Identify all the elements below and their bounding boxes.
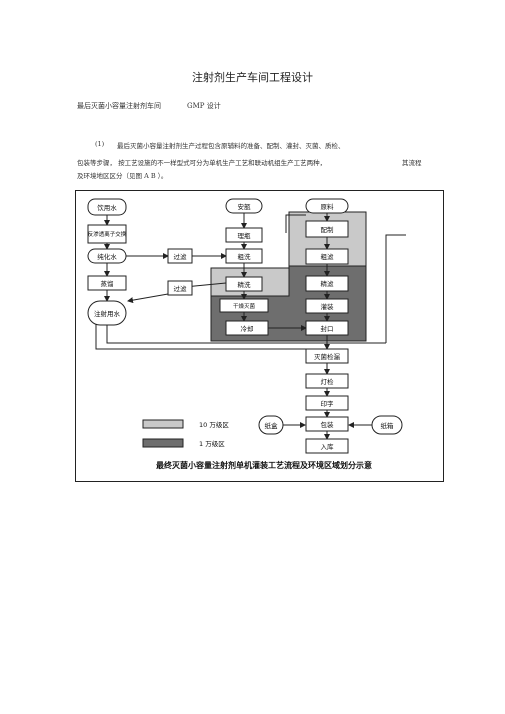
label-rough-wash: 粗洗 [238, 252, 252, 261]
paragraph-line-3: 及环境地区区分（见图 A B ）。 [77, 172, 168, 180]
process-flow-figure: 饮用水 反渗透离子交换 纯化水 过滤 蒸馏 过滤 注射用水 安瓿 理瓶 粗洗 精… [75, 190, 444, 482]
node-compounding [305, 220, 349, 238]
node-ion-exchange [87, 224, 127, 244]
node-light-inspection [305, 373, 349, 389]
label-compounding: 配制 [321, 225, 335, 234]
node-warehousing [305, 438, 349, 454]
node-filling [305, 298, 349, 314]
label-purified-water: 纯化水 [97, 252, 117, 261]
label-light-inspection: 灯检 [321, 377, 335, 386]
node-ampoule [225, 198, 263, 214]
node-filter-1 [167, 248, 193, 264]
node-paper-box [258, 415, 284, 435]
legend-label-100k: 10 万级区 [199, 420, 229, 429]
subtitle-gmp: GMP 设计 [187, 102, 221, 110]
label-warehousing: 入库 [321, 442, 335, 451]
node-coarse-filter [305, 248, 349, 265]
legend-swatch-10k [142, 438, 184, 448]
node-water [87, 198, 127, 216]
node-distillation [87, 275, 127, 291]
node-carton [371, 415, 403, 435]
label-sterilize-leak-test: 灭菌检漏 [314, 352, 341, 361]
label-ion-exchange: 反渗透离子交换 [88, 230, 127, 238]
label-sort-bottle: 理瓶 [238, 232, 252, 240]
label-packaging: 包装 [321, 420, 335, 429]
node-dry-sterilize [219, 298, 269, 313]
paragraph-line-2: 包装等步骤， 按工艺设施的不一样型式可分为单机生产工艺和联动机组生产工艺两种， [77, 159, 327, 167]
label-injection-water: 注射用水 [94, 309, 121, 318]
label-dry-sterilize: 干燥灭菌 [233, 302, 256, 310]
label-coarse-filter: 粗滤 [321, 252, 335, 261]
label-ampoule: 安瓿 [238, 202, 252, 211]
node-fine-filter [305, 275, 349, 292]
label-printing: 印字 [321, 399, 335, 408]
label-filter-1: 过滤 [174, 252, 188, 261]
node-purified-water [87, 248, 127, 264]
paragraph-line-1: 最后灭菌小容量注射剂生产过程包含原辅料的准备、配制、灌封、灭菌、质检、 [117, 142, 345, 150]
label-water: 饮用水 [97, 203, 117, 212]
label-fine-filter: 精滤 [321, 279, 335, 288]
subtitle-workshop: 最后灭菌小容量注射剂车间 [77, 102, 161, 110]
legend-label-10k: 1 万级区 [199, 439, 225, 448]
node-sort-bottle [225, 227, 263, 243]
legend: 10 万级区 1 万级区 [142, 419, 229, 448]
node-raw-material [305, 198, 349, 214]
node-sealing [305, 320, 349, 336]
node-labels: 饮用水 反渗透离子交换 纯化水 过滤 蒸馏 过滤 注射用水 安瓿 理瓶 粗洗 精… [87, 198, 403, 454]
page-title: 注射剂生产车间工程设计 [192, 71, 313, 84]
section-subtitle: 最后灭菌小容量注射剂车间 GMP 设计 [77, 101, 221, 111]
label-filling: 灌装 [321, 302, 335, 311]
diagram-caption: 最终灭菌小容量注射剂单机灌装工艺流程及环境区域划分示意 [156, 460, 372, 470]
label-sealing: 封口 [321, 324, 334, 333]
label-carton: 纸箱 [381, 421, 395, 430]
node-rough-wash [225, 248, 263, 264]
node-packaging [305, 416, 349, 432]
paragraph-line-2-right: 其流程 [402, 159, 422, 167]
flow-connectors [104, 213, 372, 440]
label-raw-material: 原料 [321, 202, 335, 211]
legend-swatch-100k [142, 419, 184, 429]
label-filter-2: 过滤 [174, 284, 188, 293]
label-cooling: 冷却 [241, 324, 254, 333]
paragraph-number: (1) [95, 140, 105, 148]
node-cooling [225, 320, 269, 336]
node-printing [305, 395, 349, 411]
process-flow-diagram: 饮用水 反渗透离子交换 纯化水 过滤 蒸馏 过滤 注射用水 安瓿 理瓶 粗洗 精… [87, 198, 406, 470]
label-fine-wash: 精洗 [238, 280, 252, 289]
label-distillation: 蒸馏 [101, 279, 115, 288]
node-filter-2 [167, 280, 193, 296]
node-injection-water [87, 300, 127, 326]
node-fine-wash [225, 276, 263, 292]
node-sterilize-leak-test [305, 348, 349, 364]
label-paper-box: 纸盒 [265, 421, 279, 430]
